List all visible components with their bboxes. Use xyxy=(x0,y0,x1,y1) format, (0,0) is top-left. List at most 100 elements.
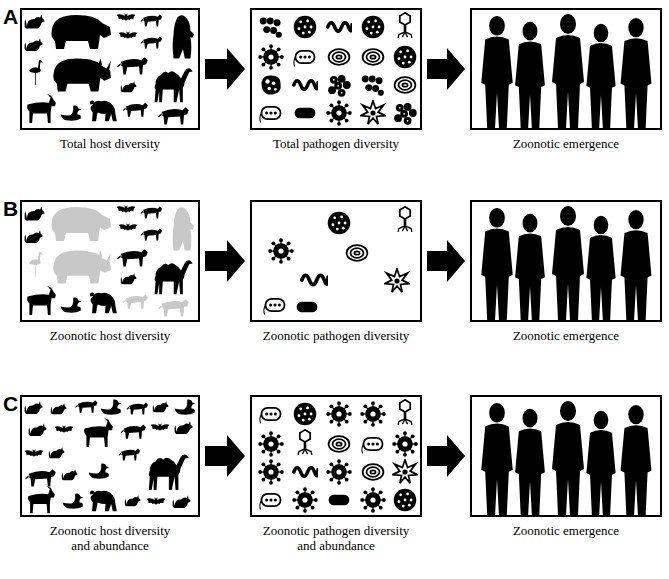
pathogen-symbol xyxy=(326,401,351,426)
pathogen-symbols xyxy=(258,400,417,513)
animal-silhouette xyxy=(28,423,46,436)
pathogen-symbol xyxy=(394,489,417,512)
pathogen-symbol xyxy=(258,431,283,456)
person-silhouette xyxy=(515,22,545,128)
person-silhouette xyxy=(515,214,545,320)
pathogen-symbol xyxy=(294,16,317,39)
panel-caption: Zoonotic pathogen diversity xyxy=(250,328,422,343)
pathogen-symbol xyxy=(258,459,283,484)
animal-silhouette xyxy=(101,400,122,415)
animal-silhouette xyxy=(147,497,166,504)
animal-silhouette xyxy=(172,495,190,508)
pathogen-symbol xyxy=(260,408,281,424)
animal-silhouette xyxy=(27,286,56,315)
animal-silhouette xyxy=(141,207,162,219)
animal-silhouette xyxy=(151,423,170,430)
animal-silhouette xyxy=(158,299,189,316)
pathogen-symbol xyxy=(328,212,351,235)
pathogen-symbol xyxy=(395,77,416,93)
pathogen-symbols xyxy=(264,207,412,315)
pathogen-symbol xyxy=(328,23,352,32)
person-silhouette xyxy=(552,206,584,320)
animal-silhouette xyxy=(53,59,111,92)
person-silhouette xyxy=(481,403,512,515)
image-panel: Zoonotic emergence xyxy=(470,8,662,130)
animal-silhouette xyxy=(25,449,44,456)
block-arrow xyxy=(205,435,245,477)
pathogen-symbol xyxy=(329,49,350,65)
pathogen-symbol xyxy=(360,401,385,426)
animal-silhouette xyxy=(117,13,136,20)
pathogen-symbol xyxy=(260,17,282,37)
pathogen-symbol xyxy=(398,400,412,425)
animal-silhouette xyxy=(24,401,42,414)
animal-silhouette xyxy=(61,298,82,313)
animal-silhouette xyxy=(155,260,193,294)
pathogen-symbols xyxy=(258,13,416,126)
animal-silhouette xyxy=(75,400,97,413)
animal-silhouette xyxy=(158,107,189,124)
person-silhouette xyxy=(481,208,512,320)
block-arrow xyxy=(205,240,245,282)
panel-letter: B xyxy=(3,198,18,220)
pathogen-symbol xyxy=(260,494,281,510)
pathogen-symbol xyxy=(326,100,351,125)
pathogen-symbol xyxy=(294,403,317,426)
block-arrow xyxy=(427,240,465,282)
image-panel: Zoonotic emergence xyxy=(470,395,662,517)
animal-silhouette xyxy=(119,449,140,461)
animal-silhouette xyxy=(51,403,67,414)
panel-caption: Zoonotic host diversity xyxy=(20,328,200,343)
animal-silhouette xyxy=(141,229,162,241)
animal-silhouette xyxy=(123,295,148,309)
animal-silhouette xyxy=(141,15,162,27)
people-silhouettes xyxy=(481,206,651,320)
animal-silhouette xyxy=(117,205,136,212)
animal-silhouette xyxy=(174,421,192,434)
animal-silhouette xyxy=(24,38,42,51)
animal-silhouette xyxy=(25,469,56,486)
pathogen-symbol xyxy=(302,275,328,284)
animal-silhouette xyxy=(51,15,111,49)
person-silhouette xyxy=(515,409,545,515)
animal-silhouette xyxy=(155,68,193,102)
pathogen-symbol xyxy=(261,75,280,94)
pathogen-symbol xyxy=(294,81,318,90)
animal-silhouette xyxy=(121,425,146,439)
pathogen-symbol xyxy=(294,468,318,477)
image-panel: Zoonotic host diversity xyxy=(20,200,200,322)
animal-silhouette xyxy=(55,425,74,432)
panel-caption: Total host diversity xyxy=(20,136,200,151)
pathogen-symbol xyxy=(398,13,412,38)
animal-silhouette xyxy=(24,207,44,221)
animal-silhouette xyxy=(61,106,82,121)
pathogen-symbol xyxy=(394,103,417,125)
person-silhouette xyxy=(621,405,652,515)
pathogen-symbol xyxy=(294,51,315,67)
pathogen-symbol xyxy=(326,459,351,484)
person-silhouette xyxy=(481,16,512,128)
image-panel: Zoonotic pathogen diversity xyxy=(250,200,422,322)
pathogen-symbol xyxy=(298,430,312,455)
pathogen-symbol xyxy=(260,107,281,123)
pathogen-symbol xyxy=(258,44,283,69)
people-silhouettes xyxy=(481,14,651,128)
panel-caption: Zoonotic host diversity and abundance xyxy=(40,523,180,553)
animal-silhouette xyxy=(90,100,117,121)
panel-letter: C xyxy=(3,393,18,415)
pathogen-symbol xyxy=(385,269,409,292)
panel-caption: Zoonotic emergence xyxy=(470,136,662,151)
animal-silhouette xyxy=(62,469,78,480)
pathogen-symbol xyxy=(292,487,317,512)
pathogen-symbol xyxy=(362,438,383,454)
animal-silhouette xyxy=(153,401,169,412)
animal-silhouette xyxy=(63,494,84,509)
host-silhouettes xyxy=(24,400,195,514)
animal-silhouette xyxy=(29,252,43,277)
pathogen-symbol xyxy=(392,431,417,456)
animal-silhouette xyxy=(175,400,196,415)
pathogen-symbol xyxy=(328,75,351,97)
block-arrow xyxy=(205,48,245,90)
person-silhouette xyxy=(621,210,652,320)
